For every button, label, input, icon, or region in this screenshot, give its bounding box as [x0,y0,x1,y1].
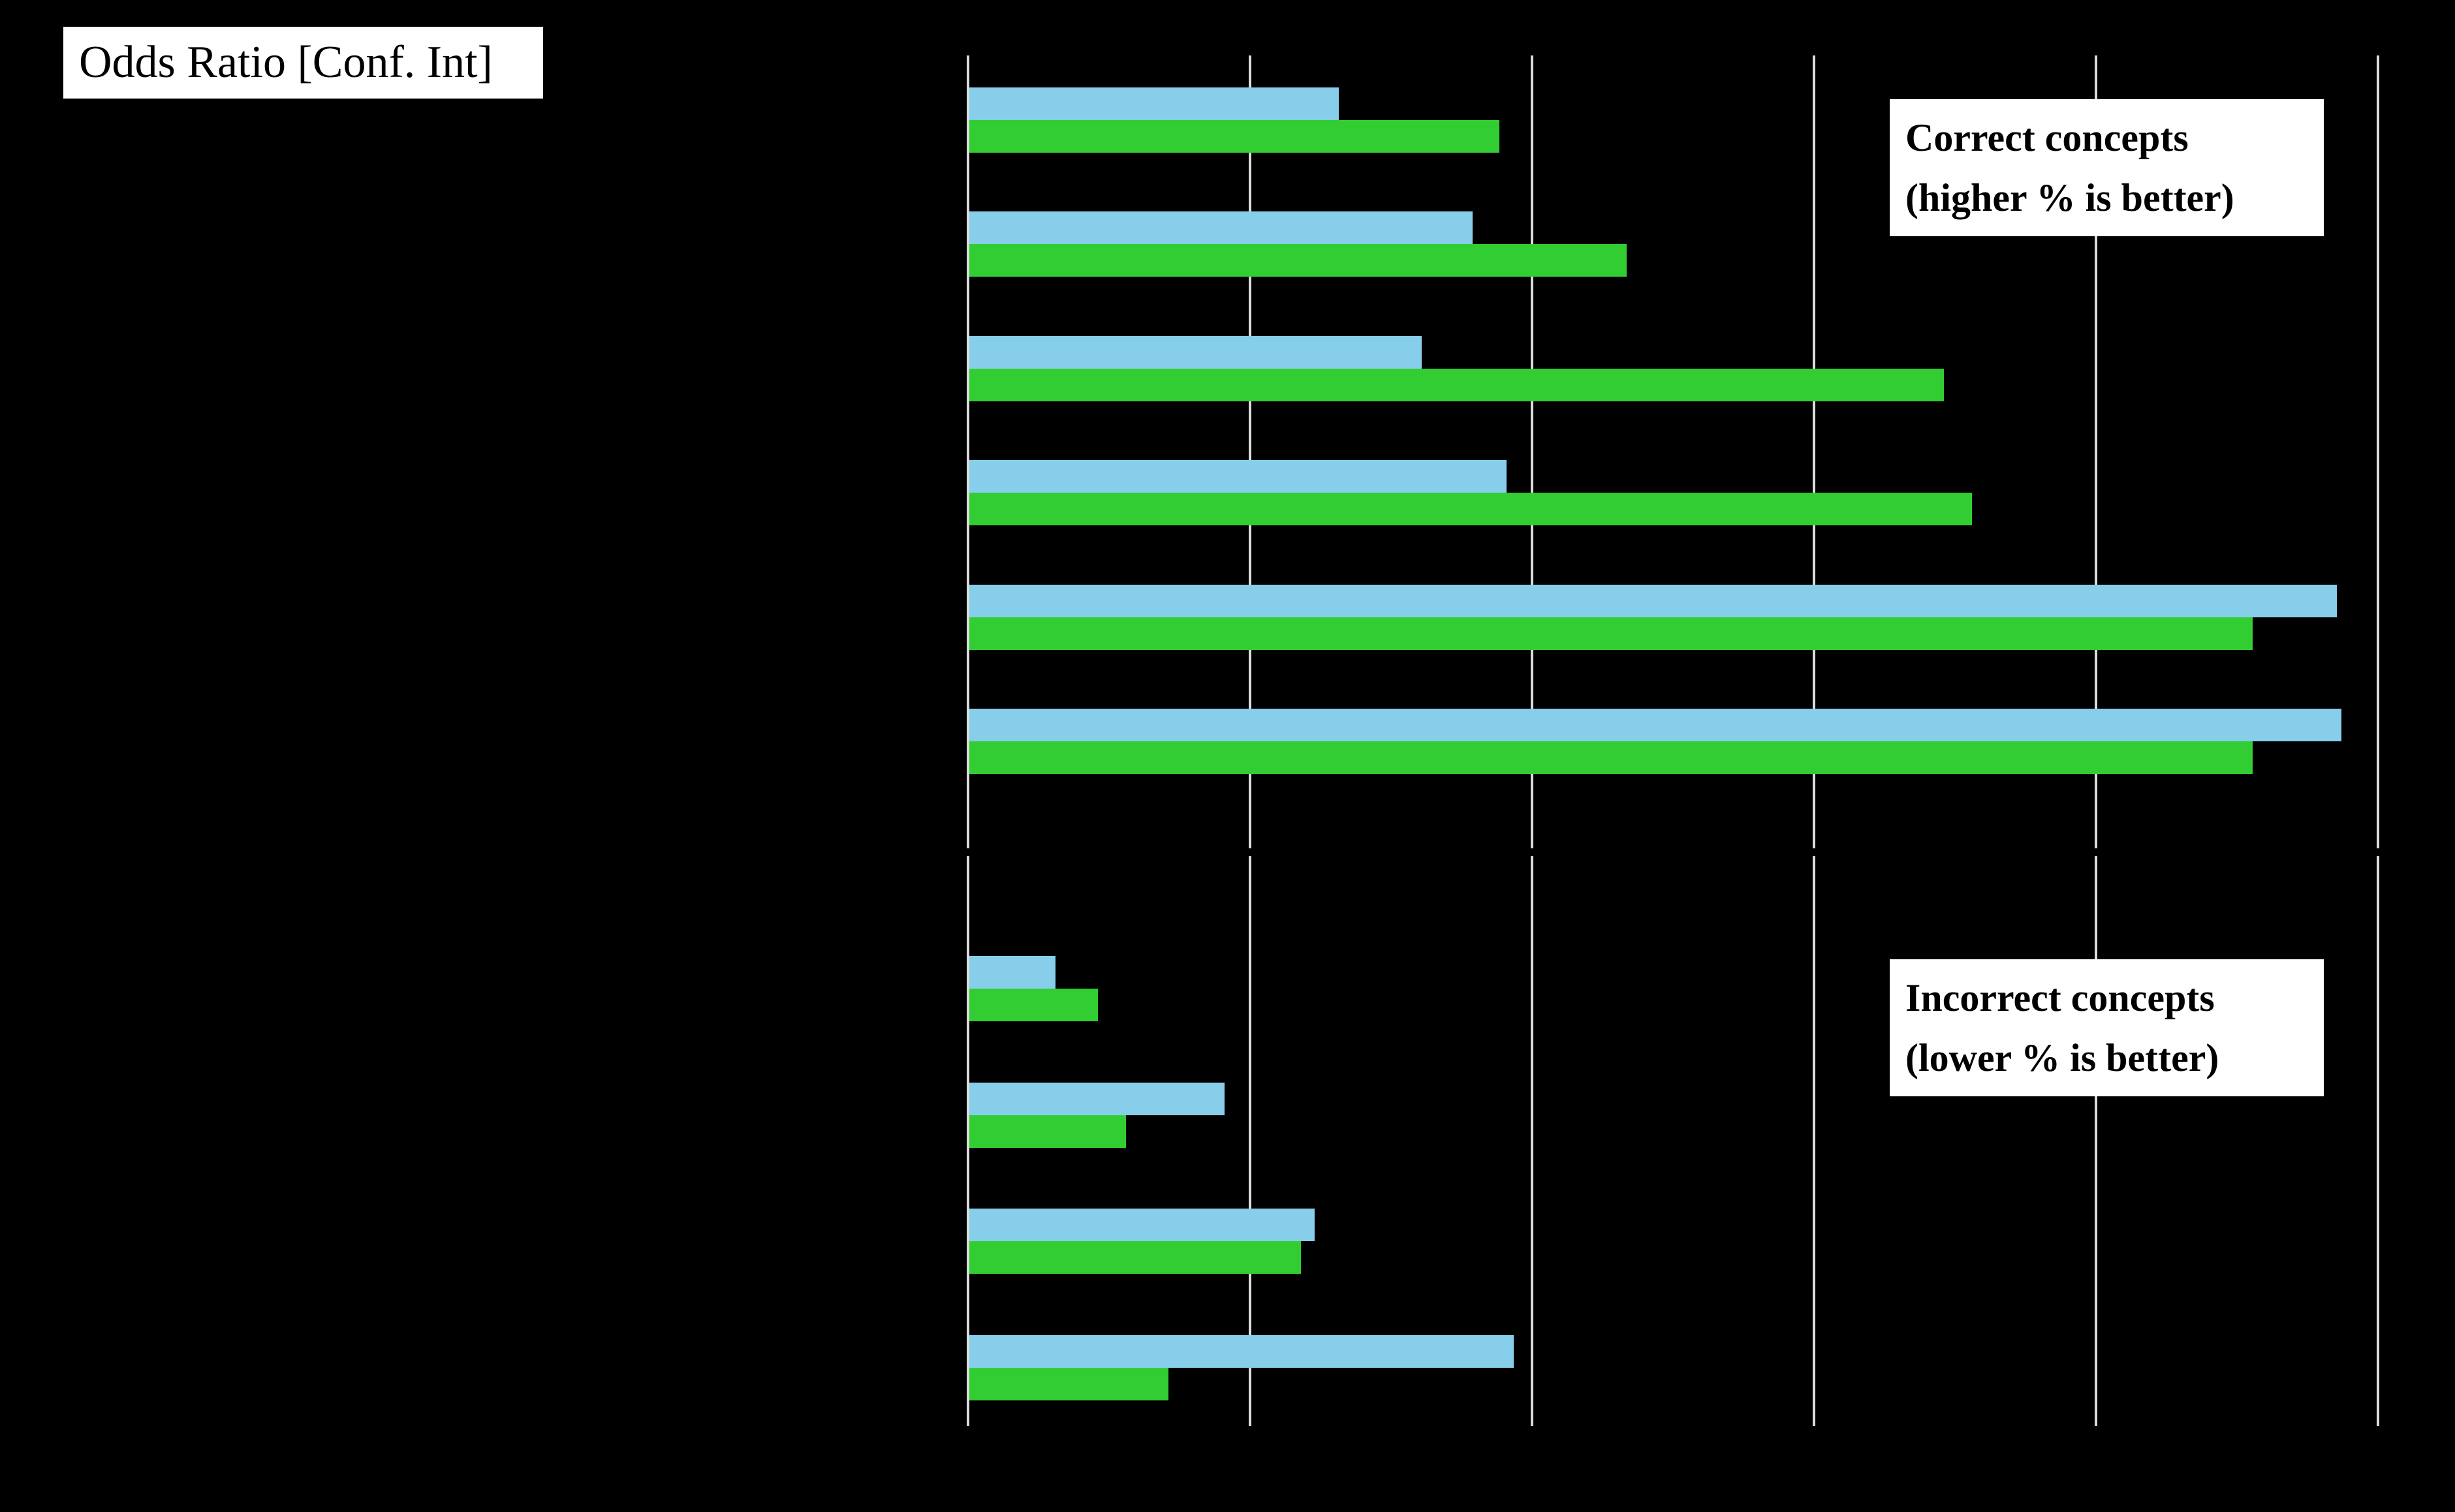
bar-blue-group-4 [969,1335,1514,1368]
gridline-100pct [2377,55,2379,848]
correct-concepts-label-line2: (higher % is better) [1905,176,2234,219]
correct-concepts-label-line1: Correct concepts [1905,116,2189,159]
gridline-40pct [1531,55,1533,848]
gridline-60pct [1813,856,1815,1426]
bar-blue-group-1 [969,87,1339,120]
gridline-40pct [1531,856,1533,1426]
bar-blue-group-5 [969,584,2338,617]
gridline-0pct [967,856,969,1426]
bar-blue-group-3 [969,335,1422,369]
gridline-60pct [1813,55,1815,848]
correct-concepts-label-box: Correct concepts (higher % is better) [1890,99,2324,236]
bar-green-group-3 [969,368,1944,401]
bar-blue-group-1 [969,956,1055,989]
bar-green-group-6 [969,741,2253,774]
bar-blue-group-3 [969,1209,1315,1242]
gridline-0pct [967,55,969,848]
bar-green-group-2 [969,1115,1126,1148]
bar-blue-group-6 [969,709,2341,741]
bar-green-group-1 [969,120,1500,153]
gridline-20pct [1249,55,1251,848]
bar-blue-group-2 [969,211,1473,245]
odds-ratio-label-box: Odds Ratio [Conf. Int] [63,27,543,99]
gridline-20pct [1249,856,1251,1426]
incorrect-concepts-label-box: Incorrect concepts (lower % is better) [1890,959,2324,1096]
bar-green-group-5 [969,617,2253,650]
subplot-correct-concepts [967,55,2379,848]
incorrect-concepts-label-line1: Incorrect concepts [1905,976,2215,1019]
bar-blue-group-4 [969,460,1507,493]
odds-ratio-label: Odds Ratio [Conf. Int] [79,37,493,87]
bar-green-group-4 [969,493,1972,526]
bar-green-group-1 [969,989,1098,1021]
bar-blue-group-2 [969,1082,1225,1115]
bar-green-group-2 [969,244,1627,277]
bar-green-group-3 [969,1241,1301,1274]
incorrect-concepts-label-line2: (lower % is better) [1905,1036,2219,1079]
gridline-80pct [2095,55,2097,848]
subplot-incorrect-concepts [967,856,2379,1426]
gridline-100pct [2377,856,2379,1426]
bar-green-group-4 [969,1368,1168,1401]
gridline-80pct [2095,856,2097,1426]
